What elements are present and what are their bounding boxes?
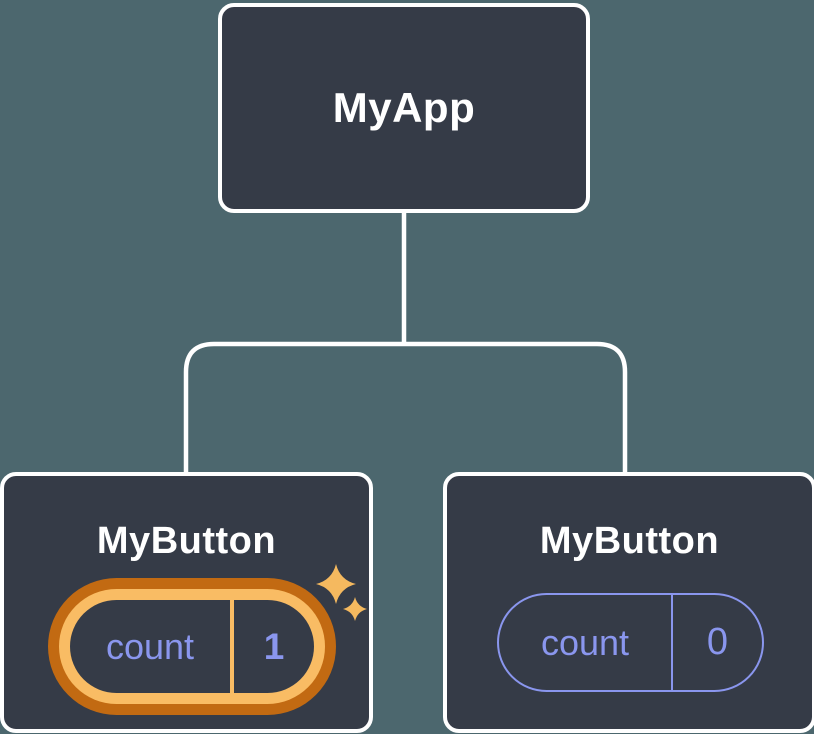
- node-myapp: MyApp: [218, 3, 590, 213]
- state-badge-highlight-ring-outer: count 1: [48, 578, 336, 715]
- state-badge-highlighted: count 1: [70, 600, 314, 693]
- node-myapp-label: MyApp: [332, 84, 476, 131]
- node-mybutton-2-label: MyButton: [539, 520, 720, 562]
- state-value: 0: [706, 621, 729, 663]
- state-value: 1: [263, 625, 285, 667]
- connector-branch: [183, 341, 628, 474]
- state-key-label: count: [70, 600, 234, 693]
- state-badge-highlight-ring-inner: count 1: [59, 589, 325, 704]
- node-mybutton-plain: MyButton count 0: [443, 472, 814, 733]
- state-key-label: count: [499, 595, 673, 690]
- state-badge: count 0: [497, 593, 764, 692]
- node-mybutton-1-label: MyButton: [96, 520, 277, 562]
- node-mybutton-highlighted: MyButton count 1: [0, 472, 373, 733]
